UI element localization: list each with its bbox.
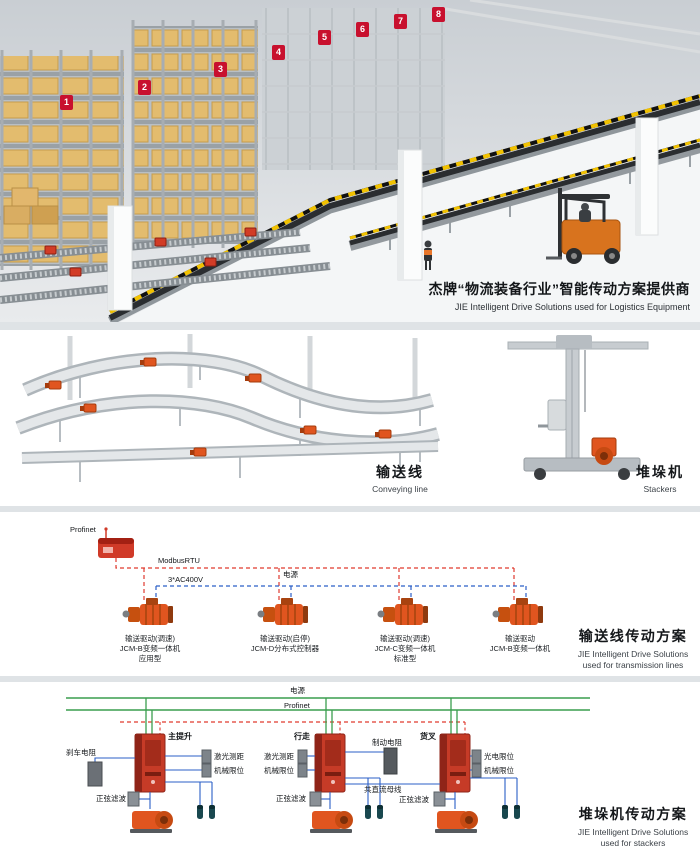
hoist-drive-cabinet <box>134 733 166 793</box>
limit-sensor <box>209 805 215 819</box>
drive-unit-3 <box>376 597 429 626</box>
profinet-bus <box>115 558 515 602</box>
power-line-label: 电源 <box>290 686 305 695</box>
rack-number-placard: 2 <box>138 80 151 95</box>
hero-panel: 1 2 3 4 5 6 7 8 杰牌“物流装备行业”智能传动方案提供商 JIE … <box>0 0 700 322</box>
rack-number-placard: 5 <box>318 30 331 45</box>
drive-unit-2 <box>256 597 309 626</box>
conveyor-scheme-title-zh: 输送线传动方案 <box>578 628 688 644</box>
sine-filter-label-1: 正弦滤波 <box>96 794 126 803</box>
rack-number-placard: 8 <box>432 7 445 22</box>
ceiling-beams <box>439 0 700 54</box>
hero-title-zh: 杰牌“物流装备行业”智能传动方案提供商 <box>428 281 690 297</box>
stacker-scheme-title-en: JIE Intelligent Drive Solutions used for… <box>577 827 689 848</box>
limit-sensor <box>502 805 508 819</box>
stacker-render <box>507 335 649 480</box>
hero-title-en: JIE Intelligent Drive Solutions used for… <box>454 302 690 312</box>
hoist-axis-label: 主提升 <box>168 732 192 741</box>
conveyor-scheme-title: 输送线传动方案 JIE Intelligent Drive Solutions … <box>548 626 700 671</box>
drive-unit-4 <box>491 597 544 626</box>
stacker-scheme-diagram <box>66 697 590 833</box>
rack-number-placard: 4 <box>272 45 285 60</box>
limit-sensor <box>365 805 371 819</box>
conveyor-scheme-diagram <box>98 527 544 626</box>
travel-drive-cabinet <box>314 733 346 793</box>
drive-unit-1 <box>121 597 174 626</box>
profinet-label: Profinet <box>70 525 96 534</box>
limit-label-1: 机械限位 <box>214 766 244 775</box>
conveyor-label-en: Conveying line <box>372 484 428 494</box>
brake-resistor-label: 刹车电阻 <box>66 748 96 757</box>
drive-caption-1: 输送驱动(调速)JCM-B变频一体机应用型 <box>119 634 181 663</box>
limit-sensor <box>197 805 203 819</box>
laser-label-2: 激光测距 <box>264 752 294 761</box>
stacker-scheme-title-zh: 堆垛机传动方案 <box>578 806 688 822</box>
conveyor-scheme-title-en: JIE Intelligent Drive Solutions used for… <box>577 649 689 670</box>
photo-limit-label: 光电限位 <box>484 752 514 761</box>
rack-number-placard: 7 <box>394 14 407 29</box>
pallet-stack <box>3 187 59 225</box>
storage-racks <box>0 20 258 270</box>
profinet-line-label: Profinet <box>284 701 310 710</box>
conveyor-scheme-panel: Profinet ModbusRTU 电源 3*AC400V 输送驱动(调速)J… <box>0 512 700 676</box>
conveyor-line-render <box>15 334 440 482</box>
ac-voltage-label: 3*AC400V <box>168 575 204 584</box>
stacker-scheme-title: 堆垛机传动方案 JIE Intelligent Drive Solutions … <box>548 804 700 849</box>
far-racks <box>262 8 445 170</box>
profinet-drops <box>159 722 466 734</box>
rack-number-placard: 6 <box>356 22 369 37</box>
stacker-scheme-panel: 电源 Profinet 主提升 行走 货叉 刹车电阻 激光测距 机械限位 激光测… <box>0 682 700 853</box>
hero-caption: 杰牌“物流装备行业”智能传动方案提供商 JIE Intelligent Driv… <box>429 279 691 312</box>
fork-drive-cabinet <box>439 733 471 793</box>
drive-caption-2: 输送驱动(启停)JCM-D分布式控制器 <box>250 634 320 653</box>
stacker-label-en: Stackers <box>643 484 677 494</box>
laser-label-1: 激光测距 <box>214 752 244 761</box>
stacker-label-zh: 堆垛机 <box>636 464 684 480</box>
power-lines <box>66 697 590 711</box>
fork-motor <box>435 811 478 833</box>
limit-label-3: 机械限位 <box>484 766 514 775</box>
conveyor-label-zh: 输送线 <box>376 464 424 480</box>
limit-sensor <box>514 805 520 819</box>
travel-motor <box>310 811 353 833</box>
braking-resistor-label: 制动电阻 <box>372 738 402 747</box>
dc-bus-label: 共直流母线 <box>364 785 402 794</box>
power-bus <box>155 585 527 602</box>
travel-axis-label: 行走 <box>294 732 310 741</box>
limit-sensor <box>377 805 383 819</box>
limit-label-2: 机械限位 <box>264 766 294 775</box>
conveyor-motors <box>45 357 392 457</box>
forklift <box>546 188 621 264</box>
conveyor-label: 输送线 Conveying line <box>352 462 448 494</box>
plc-controller <box>98 527 134 558</box>
modbus-label: ModbusRTU <box>158 556 200 565</box>
accessory-boxes <box>87 747 482 807</box>
warehouse-illustration <box>0 0 700 322</box>
equipment-panel: 输送线 Conveying line 堆垛机 Stackers <box>0 330 700 506</box>
stacker-drive <box>591 437 617 465</box>
worker <box>424 240 432 270</box>
equipment-illustration <box>15 334 649 482</box>
rack-number-placard: 3 <box>214 62 227 77</box>
fork-axis-label: 货叉 <box>420 732 436 741</box>
drive-caption-3: 输送驱动(调速)JCM-C变频一体机标准型 <box>374 634 436 663</box>
hoist-motor <box>130 811 173 833</box>
sine-filter-label-3: 正弦滤波 <box>399 795 429 804</box>
power-drops <box>145 698 458 734</box>
rack-number-placard: 1 <box>60 95 73 110</box>
power-label: 电源 <box>283 570 298 579</box>
stacker-label: 堆垛机 Stackers <box>612 462 700 494</box>
sine-filter-label-2: 正弦滤波 <box>276 794 306 803</box>
pillars <box>107 117 659 311</box>
